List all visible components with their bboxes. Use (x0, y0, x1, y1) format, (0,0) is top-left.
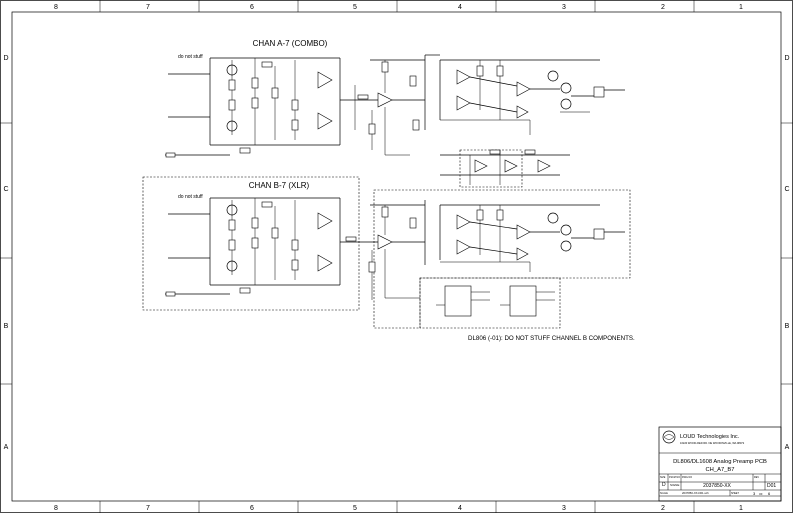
sheet-total: 6 (768, 491, 771, 496)
title-block: LOUD Technologies Inc. 16220 WOOD-RED RD… (658, 426, 782, 502)
zone-row-right-c: C (784, 186, 789, 193)
rev-label: REV (754, 476, 759, 479)
zone-col-bot-3: 6 (250, 505, 254, 512)
company-name: LOUD Technologies Inc. (680, 434, 740, 440)
zone-row-right-a: A (785, 444, 790, 451)
zone-col-top-1: 8 (54, 4, 58, 11)
mid-buffer-circuit (440, 149, 570, 188)
zone-col-bot-4: 5 (353, 505, 357, 512)
zone-col-bot-5: 4 (458, 505, 462, 512)
sheet-number: 3 (753, 491, 756, 496)
product-title: DL806/DL1608 Analog Preamp PCB (673, 459, 767, 465)
power-blocks (436, 285, 555, 317)
sheet-label: SHEET (731, 492, 740, 495)
channel-b-output-circuit (340, 200, 625, 300)
scale-label: SCALE (660, 492, 668, 495)
zone-col-bot-7: 2 (661, 505, 665, 512)
zone-col-bot-8: 1 (739, 505, 743, 512)
zone-col-top-2: 7 (146, 4, 150, 11)
chan-b-dns-note: do not stuff (178, 194, 203, 200)
zone-row-left-a: A (4, 444, 9, 451)
zone-col-bot-6: 3 (562, 505, 566, 512)
zone-col-top-4: 5 (353, 4, 357, 11)
zone-col-top-7: 2 (661, 4, 665, 11)
company-address: 16220 WOOD-RED RD. NE WOODINVILLE, WA 98… (680, 441, 745, 445)
zone-col-top-3: 6 (250, 4, 254, 11)
zone-row-left-d: D (3, 55, 8, 62)
size-value: D (662, 482, 666, 488)
sheet-name: CH_A7_B7 (705, 467, 734, 473)
zone-row-right-d: D (784, 55, 789, 62)
zone-col-top-5: 4 (458, 4, 462, 11)
zone-col-top-8: 1 (739, 4, 743, 11)
zone-col-bot-2: 7 (146, 505, 150, 512)
schematic-file: 2037850-XX-D01.sch (682, 491, 709, 495)
zone-row-right-b: B (785, 323, 790, 330)
rev-value: D01 (767, 483, 776, 489)
power-block-outline (419, 277, 561, 329)
sheet-of: OF (759, 492, 763, 496)
dwg-label: DWG NO (682, 476, 692, 479)
company-logo (662, 430, 676, 444)
chan-b-title: CHAN B-7 (XLR) (249, 181, 310, 190)
chan-a-dns-note: do not stuff (178, 54, 203, 60)
fscm-label: FSCM NO (669, 476, 680, 479)
inner-border (11, 11, 782, 502)
zone-row-left-b: B (4, 323, 9, 330)
channel-a-circuit: CHAN A-7 (COMBO) do not stuff (165, 39, 625, 158)
zone-col-bot-1: 8 (54, 505, 58, 512)
channel-b-outline (142, 176, 360, 311)
fscm-value: SIGNE (670, 483, 679, 487)
size-label: SIZE (660, 476, 666, 479)
channel-b-circuit: CHAN B-7 (XLR) do not stuff (165, 181, 341, 297)
zone-col-top-6: 3 (562, 4, 566, 11)
zone-row-left-c: C (3, 186, 8, 193)
chan-a-title: CHAN A-7 (COMBO) (253, 39, 328, 48)
dwg-number: 2037850-XX (703, 483, 731, 489)
dl806-note: DL806 (-01): DO NOT STUFF CHANNEL B COMP… (468, 335, 635, 342)
